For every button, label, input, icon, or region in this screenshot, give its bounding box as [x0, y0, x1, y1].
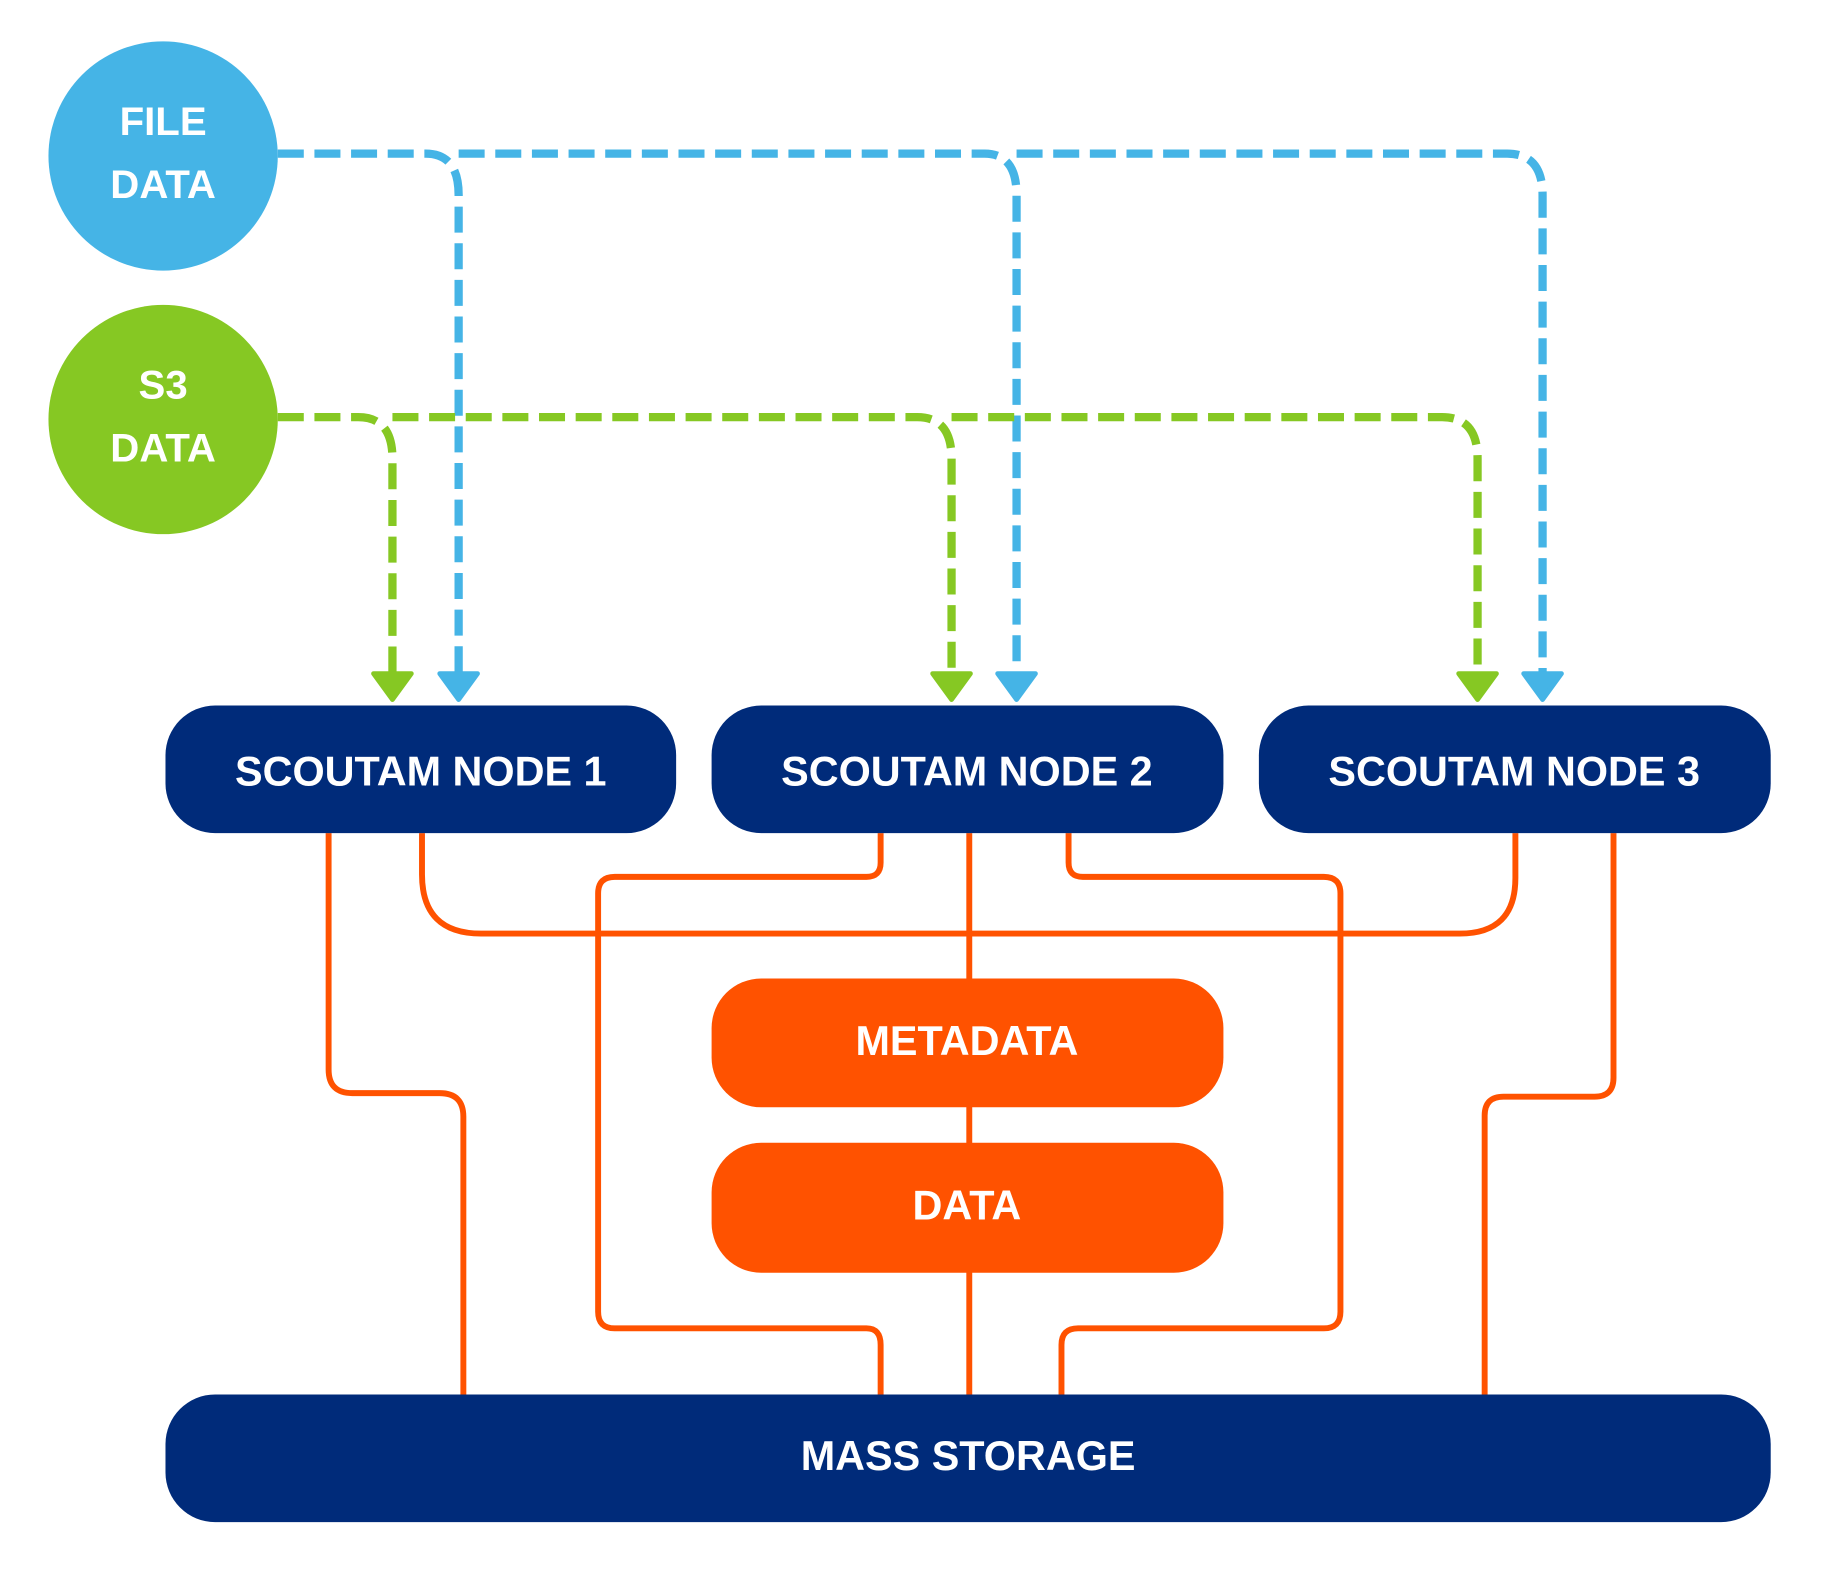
file-data-label-line1: FILE: [120, 99, 207, 144]
arrow-down-icon: [437, 671, 480, 702]
file-data-link-node1: [277, 149, 463, 674]
arrow-down-icon: [1521, 671, 1564, 702]
s3-data-link-node2: [392, 413, 956, 674]
arrow-down-icon: [995, 671, 1038, 702]
node-label: SCOUTAM NODE 3: [1328, 749, 1700, 795]
s3-data-label-line1: S3: [139, 363, 188, 408]
mass-storage-label: MASS STORAGE: [801, 1433, 1136, 1479]
file-data-link-node3: [1016, 149, 1547, 674]
orange-connectors: [325, 833, 1617, 1395]
s3-data-source: S3 DATA: [48, 304, 278, 535]
node-box: [711, 705, 1224, 834]
file-data-circle: [48, 41, 278, 271]
s3-data-label-line2: DATA: [110, 425, 216, 470]
data-tier: DATA: [711, 1142, 1224, 1273]
s3-data-circle: [48, 304, 278, 535]
s3-data-link-node3: [951, 413, 1482, 674]
scoutam-node-1: SCOUTAM NODE 1: [165, 705, 677, 834]
file-data-label-line2: DATA: [110, 162, 216, 207]
data-label: DATA: [913, 1182, 1022, 1228]
file-data-link-node2: [458, 149, 1021, 674]
arrow-down-icon: [1456, 671, 1499, 702]
arrow-down-icon: [930, 671, 973, 702]
metadata-tier: METADATA: [711, 978, 1224, 1108]
connector-node3-mass-storage: [1481, 833, 1617, 1395]
node-label: SCOUTAM NODE 2: [781, 749, 1153, 795]
node-label: SCOUTAM NODE 1: [235, 749, 607, 795]
connector-node1-mass-storage: [325, 833, 467, 1395]
metadata-label: METADATA: [855, 1018, 1078, 1064]
node-box: [1258, 705, 1771, 834]
data-box: [711, 1142, 1224, 1273]
file-data-links: [277, 149, 1564, 702]
file-data-source: FILE DATA: [48, 41, 278, 271]
s3-data-link-node1: [277, 413, 397, 674]
connector-node2-left-loop: [595, 833, 884, 1395]
scoutam-node-2: SCOUTAM NODE 2: [711, 705, 1224, 834]
node-box: [165, 705, 677, 834]
mass-storage-box: [165, 1394, 1771, 1523]
arrow-down-icon: [371, 671, 414, 702]
mass-storage: MASS STORAGE: [165, 1394, 1771, 1523]
s3-data-links: [277, 413, 1499, 702]
connector-node2-right-loop: [1058, 833, 1344, 1395]
scoutam-node-3: SCOUTAM NODE 3: [1258, 705, 1771, 834]
metadata-box: [711, 978, 1224, 1108]
